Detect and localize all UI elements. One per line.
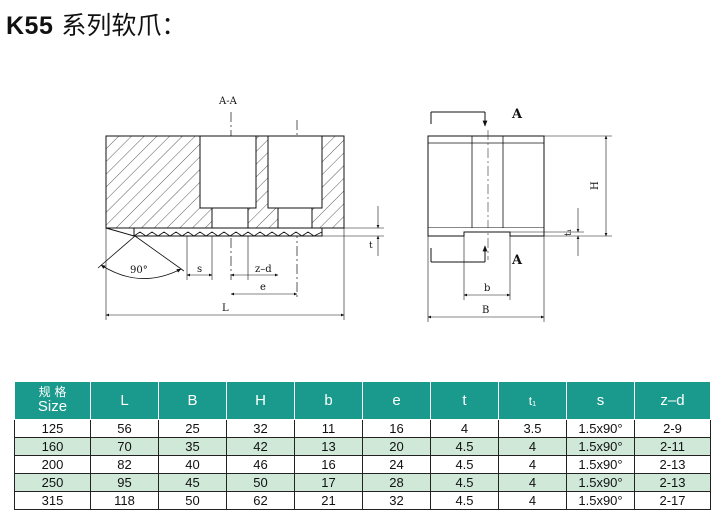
table-cell: 1.5x90° (566, 437, 635, 456)
table-cell: 4.5 (430, 473, 499, 492)
header-B: B (158, 381, 227, 420)
table-cell: 70 (90, 437, 159, 456)
header-H: H (226, 381, 295, 420)
header-t: t (430, 381, 499, 420)
table-cell: 25 (158, 419, 227, 438)
table-cell: 45 (158, 473, 227, 492)
table-cell: 4 (498, 491, 567, 510)
table-cell: 2-13 (634, 455, 711, 474)
header-b: b (294, 381, 363, 420)
table-cell: 4 (498, 437, 567, 456)
dim-t1-label: t₁ (564, 229, 574, 236)
angle-label: 90° (130, 265, 148, 276)
table-cell: 2-9 (634, 419, 711, 438)
table-cell: 160 (14, 437, 91, 456)
table-cell: 4 (498, 473, 567, 492)
header-size: 规 格 Size (14, 381, 91, 420)
section-marker-bottom: A (511, 253, 523, 268)
technical-drawing: A-A 90° s z–d e (97, 96, 612, 322)
dim-zd-label: z–d (255, 264, 272, 275)
table-cell: 21 (294, 491, 363, 510)
table-cell: 50 (226, 473, 295, 492)
table-cell: 40 (158, 455, 227, 474)
table-cell: 1.5x90° (566, 491, 635, 510)
series-name: 系列软爪： (53, 11, 187, 40)
table-cell: 42 (226, 437, 295, 456)
table-cell: 118 (90, 491, 159, 510)
section-marker-top: A (511, 107, 523, 122)
table-cell: 250 (14, 473, 91, 492)
table-cell: 11 (294, 419, 363, 438)
dim-e-label: e (260, 282, 266, 293)
header-size-en: Size (37, 398, 68, 415)
table-cell: 16 (362, 419, 431, 438)
table-cell: 24 (362, 455, 431, 474)
table-cell: 62 (226, 491, 295, 510)
section-label: A-A (218, 96, 238, 107)
table-cell: 82 (90, 455, 159, 474)
table-cell: 56 (90, 419, 159, 438)
table-cell: 32 (362, 491, 431, 510)
table-cell: 46 (226, 455, 295, 474)
header-size-cn: 规 格 (38, 385, 67, 399)
table-cell: 2-13 (634, 473, 711, 492)
table-cell: 28 (362, 473, 431, 492)
table-cell: 20 (362, 437, 431, 456)
dim-b-label: b (484, 283, 490, 294)
table-cell: 35 (158, 437, 227, 456)
dim-t-label: t (369, 241, 373, 251)
table-cell: 315 (14, 491, 91, 510)
table-cell: 200 (14, 455, 91, 474)
table-cell: 3.5 (498, 419, 567, 438)
section-view: A-A 90° s z–d e (97, 96, 384, 320)
table-cell: 50 (158, 491, 227, 510)
header-t1: t₁ (498, 381, 567, 420)
page-title: K55 系列软爪： (6, 6, 186, 42)
dim-B-label: B (482, 305, 489, 316)
header-s: s (566, 381, 635, 420)
table-cell: 1.5x90° (566, 473, 635, 492)
table-cell: 1.5x90° (566, 455, 635, 474)
table-cell: 17 (294, 473, 363, 492)
model-name: K55 (6, 12, 54, 40)
table-cell: 1.5x90° (566, 419, 635, 438)
dim-L-label: L (222, 303, 229, 314)
table-cell: 13 (294, 437, 363, 456)
table-cell: 4 (498, 455, 567, 474)
table-cell: 2-11 (634, 437, 711, 456)
table-cell: 2-17 (634, 491, 711, 510)
dim-H-label: H (590, 181, 601, 190)
table-cell: 4.5 (430, 455, 499, 474)
side-view: A A H t₁ b B (427, 107, 612, 322)
dim-s-label: s (197, 264, 202, 275)
table-header-row: 规 格 Size L B H b e t t₁ s z–d (14, 381, 711, 420)
table-cell: 4 (430, 419, 499, 438)
table-cell: 32 (226, 419, 295, 438)
table-cell: 125 (14, 419, 91, 438)
table-cell: 4.5 (430, 491, 499, 510)
header-zd: z–d (634, 381, 711, 420)
table-cell: 95 (90, 473, 159, 492)
header-L: L (90, 381, 159, 420)
table-cell: 4.5 (430, 437, 499, 456)
table-cell: 16 (294, 455, 363, 474)
header-e: e (362, 381, 431, 420)
